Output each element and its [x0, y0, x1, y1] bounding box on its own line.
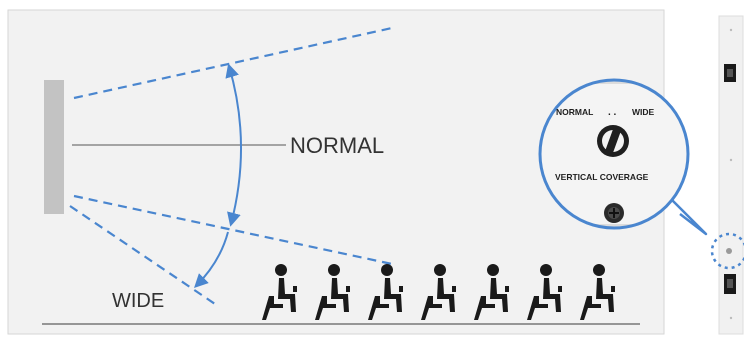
zoom-label-wide: WIDE: [632, 107, 655, 117]
speaker-column: [44, 80, 64, 214]
speaker-device-strip: [719, 16, 743, 334]
screw-icon: [604, 203, 624, 223]
zoom-detail: NORMAL . . WIDE VERTICAL COVERAGE: [540, 78, 690, 230]
normal-label: NORMAL: [290, 133, 384, 158]
zoom-label-vertical-coverage: VERTICAL COVERAGE: [555, 172, 649, 182]
wide-label: WIDE: [112, 290, 164, 312]
rotary-knob-icon: [597, 125, 629, 157]
zoom-label-dots: . .: [608, 107, 617, 118]
zoom-label-normal: NORMAL: [556, 107, 593, 117]
